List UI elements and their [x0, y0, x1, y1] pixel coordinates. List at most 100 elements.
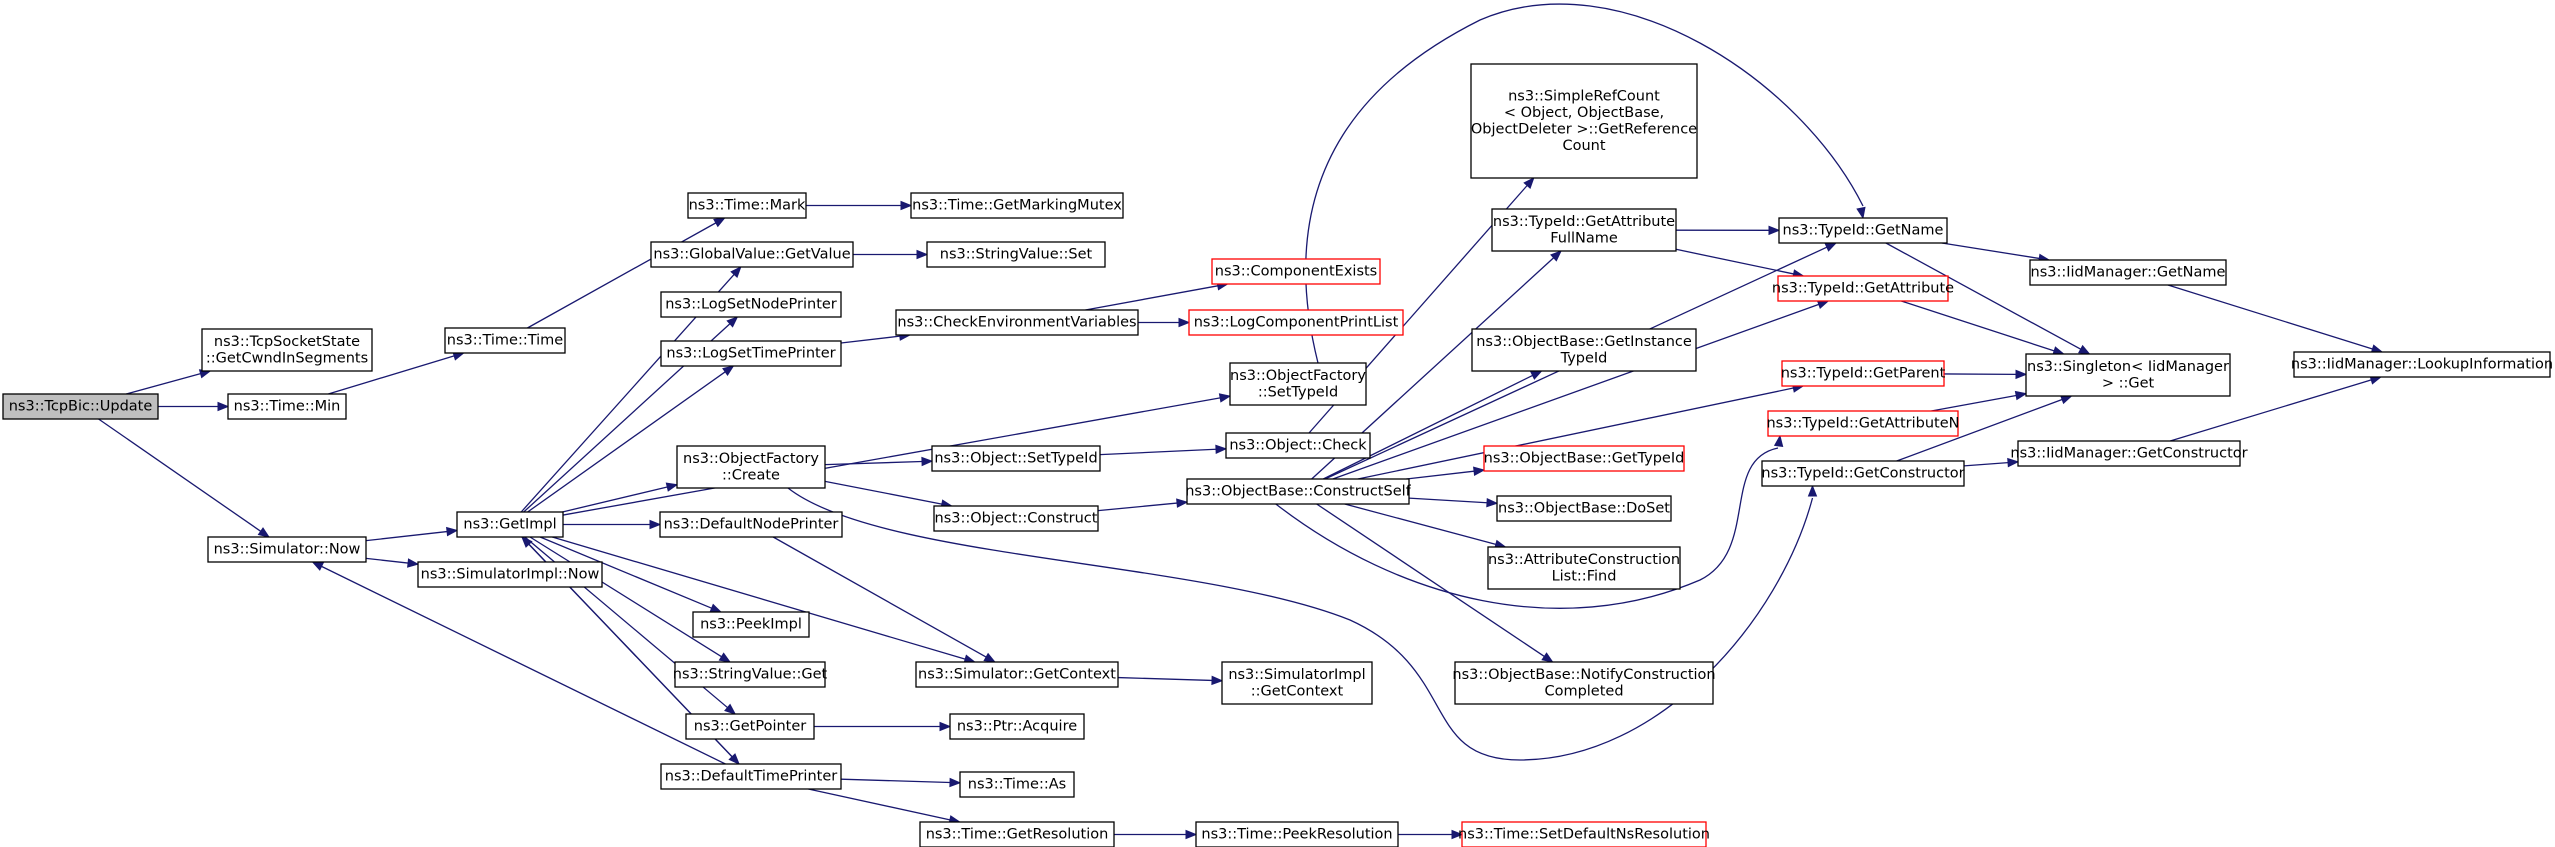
node-box: [1781, 360, 1945, 387]
node-iidgetctor[interactable]: ns3::IidManager::GetConstructor: [2010, 440, 2248, 467]
node-objsettypeid[interactable]: ns3::Object::SetTypeId: [931, 445, 1101, 472]
node-getpointer[interactable]: ns3::GetPointer: [685, 713, 815, 740]
edge-simnow-to-simimplnow: [365, 557, 420, 568]
node-logsettime[interactable]: ns3::LogSetTimePrinter: [660, 340, 842, 367]
node-simnow[interactable]: ns3::Simulator::Now: [207, 536, 367, 563]
node-iidlookup[interactable]: ns3::IidManager::LookupInformation: [2291, 351, 2553, 378]
node-getmarkmutex[interactable]: ns3::Time::GetMarkingMutex: [910, 192, 1124, 219]
node-tidgetparent[interactable]: ns3::TypeId::GetParent: [1781, 360, 1946, 387]
node-getimpl[interactable]: ns3::GetImpl: [456, 511, 564, 538]
node-timeas[interactable]: ns3::Time::As: [959, 771, 1075, 798]
node-obdoset[interactable]: ns3::ObjectBase::DoSet: [1496, 495, 1672, 522]
node-tidgetattr[interactable]: ns3::TypeId::GetAttribute: [1772, 275, 1954, 302]
edge-arrowhead: [1211, 675, 1224, 686]
node-label: ns3::ObjectBase::NotifyConstruction: [1452, 667, 1715, 683]
node-obgettypeid[interactable]: ns3::ObjectBase::GetTypeId: [1483, 445, 1685, 472]
edge-timetime-to-timemark: [527, 217, 726, 329]
node-label: FullName: [1550, 230, 1618, 246]
node-svget[interactable]: ns3::StringValue::Get: [673, 661, 828, 688]
node-tidgetctor[interactable]: ns3::TypeId::GetConstructor: [1761, 460, 1965, 487]
node-label: ns3::Time::GetMarkingMutex: [912, 198, 1122, 214]
node-gvgetvalue[interactable]: ns3::GlobalValue::GetValue: [650, 241, 854, 268]
node-ofsettypeid[interactable]: ns3::ObjectFactory::SetTypeId: [1229, 362, 1367, 406]
edge-iidgetname-to-iidlookup: [2167, 284, 2384, 354]
node-objcheck[interactable]: ns3::Object::Check: [1225, 432, 1371, 459]
node-refcount[interactable]: ns3::SimpleRefCount< Object, ObjectBase,…: [1470, 63, 1698, 179]
node-tidgetattrn[interactable]: ns3::TypeId::GetAttributeN: [1766, 410, 1960, 437]
edge-line: [98, 418, 262, 532]
node-label: ns3::SimulatorImpl: [1228, 667, 1365, 683]
edge-line: [1316, 503, 1545, 657]
node-setdefres[interactable]: ns3::Time::SetDefaultNsResolution: [1458, 821, 1710, 847]
node-simimplctx[interactable]: ns3::SimulatorImpl::GetContext: [1221, 661, 1373, 705]
node-label: ns3::Time::SetDefaultNsResolution: [1458, 827, 1710, 843]
node-box: [895, 309, 1139, 336]
node-box: [1487, 546, 1681, 590]
node-box: [456, 511, 564, 538]
node-objconstruct[interactable]: ns3::Object::Construct: [933, 505, 1099, 532]
edge-arrowhead: [1451, 829, 1464, 840]
node-label: TypeId: [1560, 350, 1608, 366]
node-label: ns3::TcpSocketState: [214, 334, 360, 350]
node-box: [910, 192, 1124, 219]
edge-line: [539, 536, 712, 609]
edge-line: [126, 373, 201, 395]
node-label: List::Find: [1552, 568, 1617, 584]
node-timemin[interactable]: ns3::Time::Min: [227, 393, 347, 420]
node-obconstructself[interactable]: ns3::ObjectBase::ConstructSelf: [1185, 478, 1412, 505]
edge-arrowhead: [1473, 466, 1486, 476]
node-update[interactable]: ns3::TcpBic::Update: [2, 393, 159, 420]
node-obnotify[interactable]: ns3::ObjectBase::NotifyConstructionCompl…: [1452, 661, 1716, 705]
node-iidgetname[interactable]: ns3::IidManager::GetName: [2029, 259, 2227, 286]
edge-arrowhead: [730, 265, 742, 278]
edge-line: [562, 486, 668, 513]
edge-line: [1896, 398, 2063, 462]
node-simgetctx[interactable]: ns3::Simulator::GetContext: [915, 661, 1119, 688]
node-ptracquire[interactable]: ns3::Ptr::Acquire: [949, 713, 1085, 740]
node-label: ns3::IidManager::GetName: [2031, 265, 2226, 281]
node-timegetres[interactable]: ns3::Time::GetResolution: [919, 821, 1115, 847]
node-singleton[interactable]: ns3::Singleton< IidManager> ::Get: [2025, 353, 2231, 397]
node-box: [2293, 351, 2551, 378]
node-timetime[interactable]: ns3::Time::Time: [444, 327, 566, 354]
node-box: [1761, 460, 1965, 487]
node-peekimpl[interactable]: ns3::PeekImpl: [692, 611, 810, 638]
edge-getimpl-to-logsettime: [527, 365, 735, 513]
node-ofcreate[interactable]: ns3::ObjectFactory::Create: [676, 445, 826, 489]
node-label: ns3::SimulatorImpl::Now: [421, 567, 600, 583]
node-checkenv[interactable]: ns3::CheckEnvironmentVariables: [895, 309, 1139, 336]
edge-arrowhead: [1541, 652, 1554, 663]
node-cwndseg[interactable]: ns3::TcpSocketState::GetCwndInSegments: [201, 328, 373, 372]
edge-timegetres-to-peekres: [1114, 829, 1198, 840]
node-logcompprint[interactable]: ns3::LogComponentPrintList: [1188, 309, 1404, 336]
node-box: [1211, 258, 1381, 285]
node-timemark[interactable]: ns3::Time::Mark: [687, 192, 807, 219]
node-defnodeprinter[interactable]: ns3::DefaultNodePrinter: [659, 511, 843, 538]
node-box: [1491, 208, 1677, 252]
node-deftimeprinter[interactable]: ns3::DefaultTimePrinter: [660, 763, 842, 790]
node-label: ns3::ObjectBase::GetTypeId: [1484, 451, 1685, 467]
node-label: ns3::Object::Construct: [935, 511, 1098, 527]
edge-arrowhead: [724, 703, 737, 715]
node-box: [2025, 353, 2231, 397]
node-tidgetname[interactable]: ns3::TypeId::GetName: [1778, 217, 1948, 244]
node-svset[interactable]: ns3::StringValue::Set: [926, 241, 1106, 268]
node-compexists[interactable]: ns3::ComponentExists: [1211, 258, 1381, 285]
node-simimplnow[interactable]: ns3::SimulatorImpl::Now: [417, 561, 603, 588]
edge-tidgetattr-to-singleton: [1901, 300, 2065, 356]
node-box: [2, 393, 159, 420]
edge-line: [1941, 242, 2040, 260]
edge-arrowhead: [1185, 829, 1198, 840]
node-box: [1195, 821, 1399, 847]
edge-line: [1097, 502, 1178, 512]
node-peekres[interactable]: ns3::Time::PeekResolution: [1195, 821, 1399, 847]
node-box: [1777, 275, 1949, 302]
node-logsetnode[interactable]: ns3::LogSetNodePrinter: [660, 291, 842, 318]
node-box: [659, 511, 843, 538]
edge-defnodeprinter-to-simgetctx: [772, 536, 997, 663]
edge-arrowhead: [2060, 395, 2073, 405]
